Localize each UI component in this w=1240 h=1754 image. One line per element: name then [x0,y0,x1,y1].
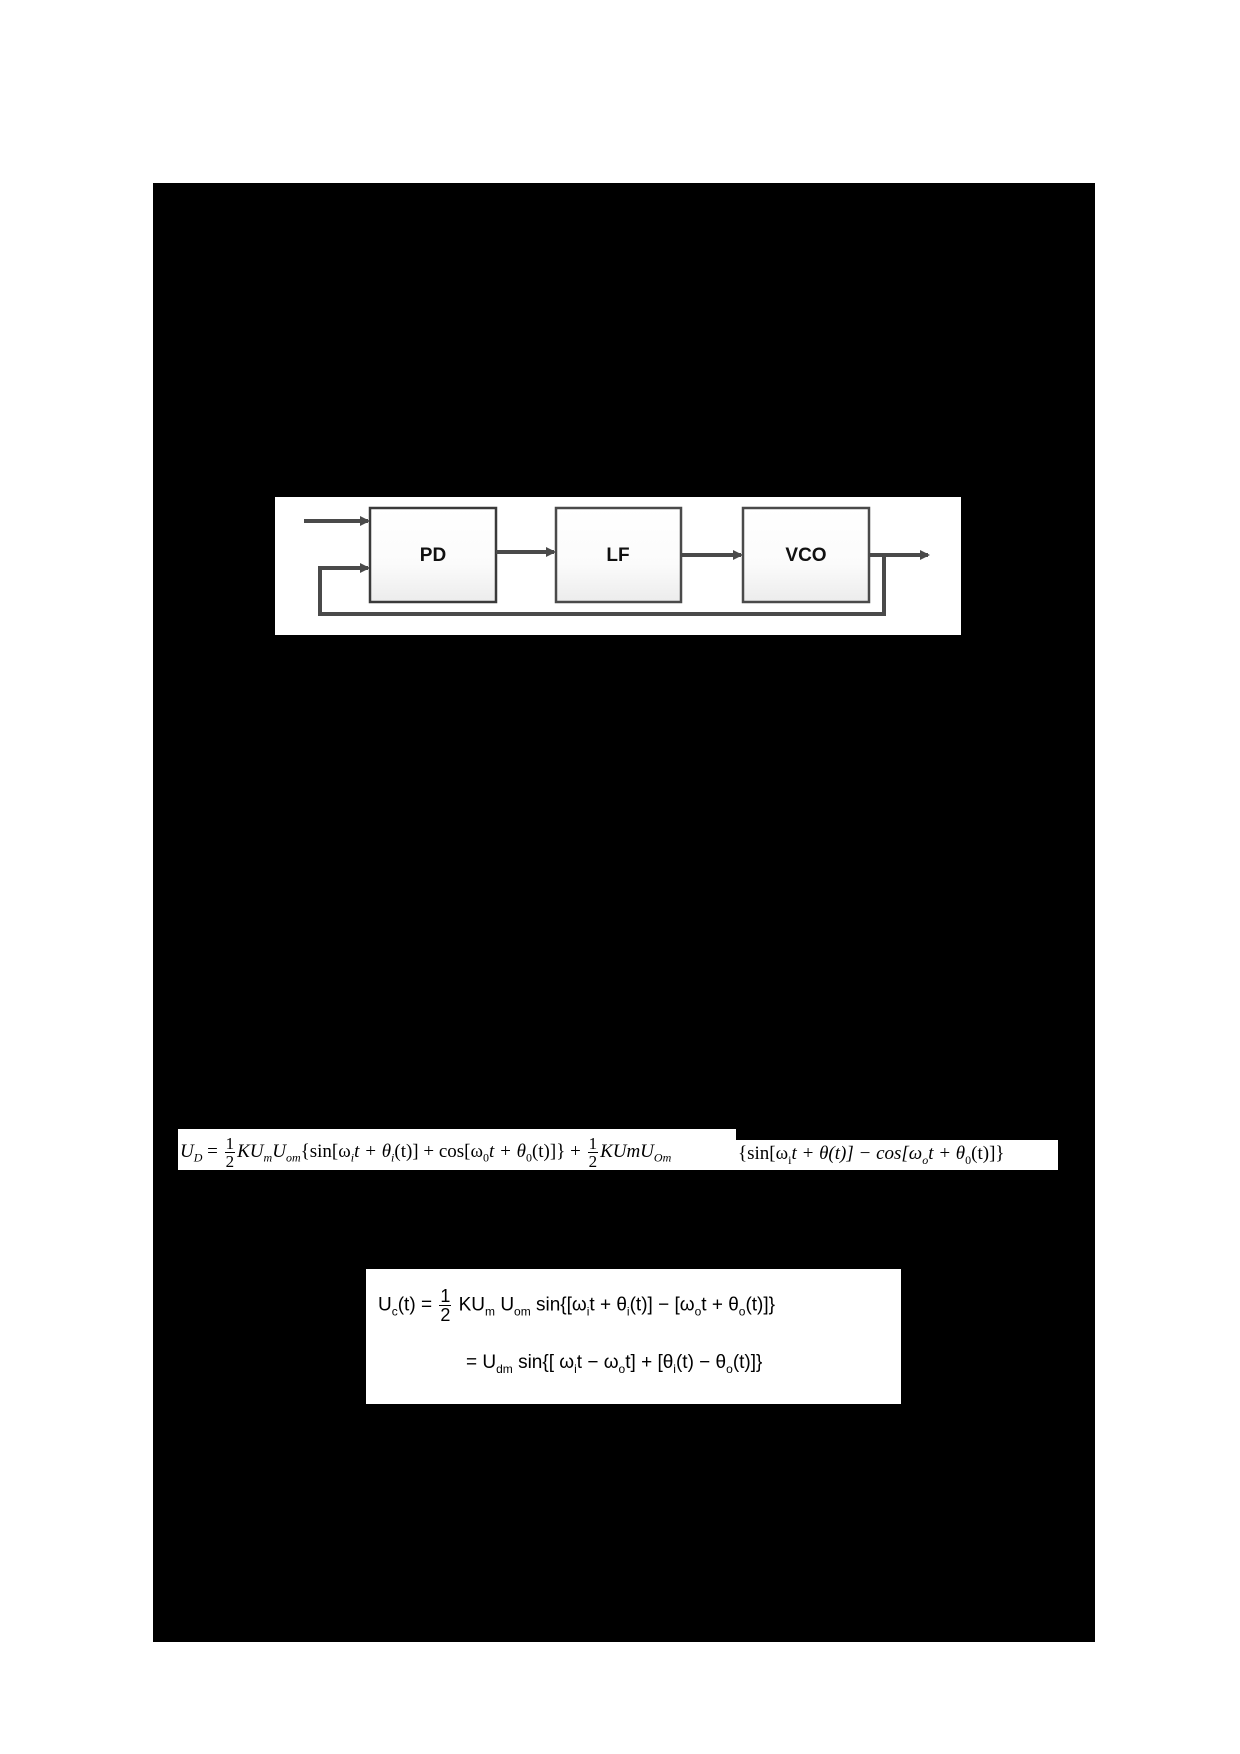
eq1-lhs: U [180,1140,194,1162]
pd-block: PD [368,506,498,604]
pd-label: PD [420,545,446,566]
eq1-term2: U [272,1140,286,1162]
eq1-body2: {sin[ω [738,1143,789,1164]
eq1-body1: {sin[ω [300,1140,351,1162]
pll-block-diagram: PD LF VCO [275,497,961,635]
vco-block: VCO [741,506,871,604]
equation-1-text-b: {sin[ωit + θ(t)] − cos[ωot + θ0(t)]} [738,1143,1005,1167]
eq1-lhs-sub: D [193,1150,203,1165]
block-diagram-svg: PD LF VCO [304,506,930,616]
feedback-loop-line [318,555,886,616]
eq1-term3: KUmU [600,1140,654,1162]
lf-label: LF [606,545,629,566]
eq1-term1: KU [237,1140,264,1162]
vco-label: VCO [785,545,826,566]
page-content-block [153,183,1095,1642]
equation-2-line-2: = Udm sin{[ ωit − ωot] + [θi(t) − θo(t)]… [466,1352,763,1376]
equation-1-part-b: {sin[ωit + θ(t)] − cos[ωot + θ0(t)]} [736,1140,1058,1170]
eq1-equals: = [207,1140,218,1162]
lf-block: LF [554,506,683,604]
